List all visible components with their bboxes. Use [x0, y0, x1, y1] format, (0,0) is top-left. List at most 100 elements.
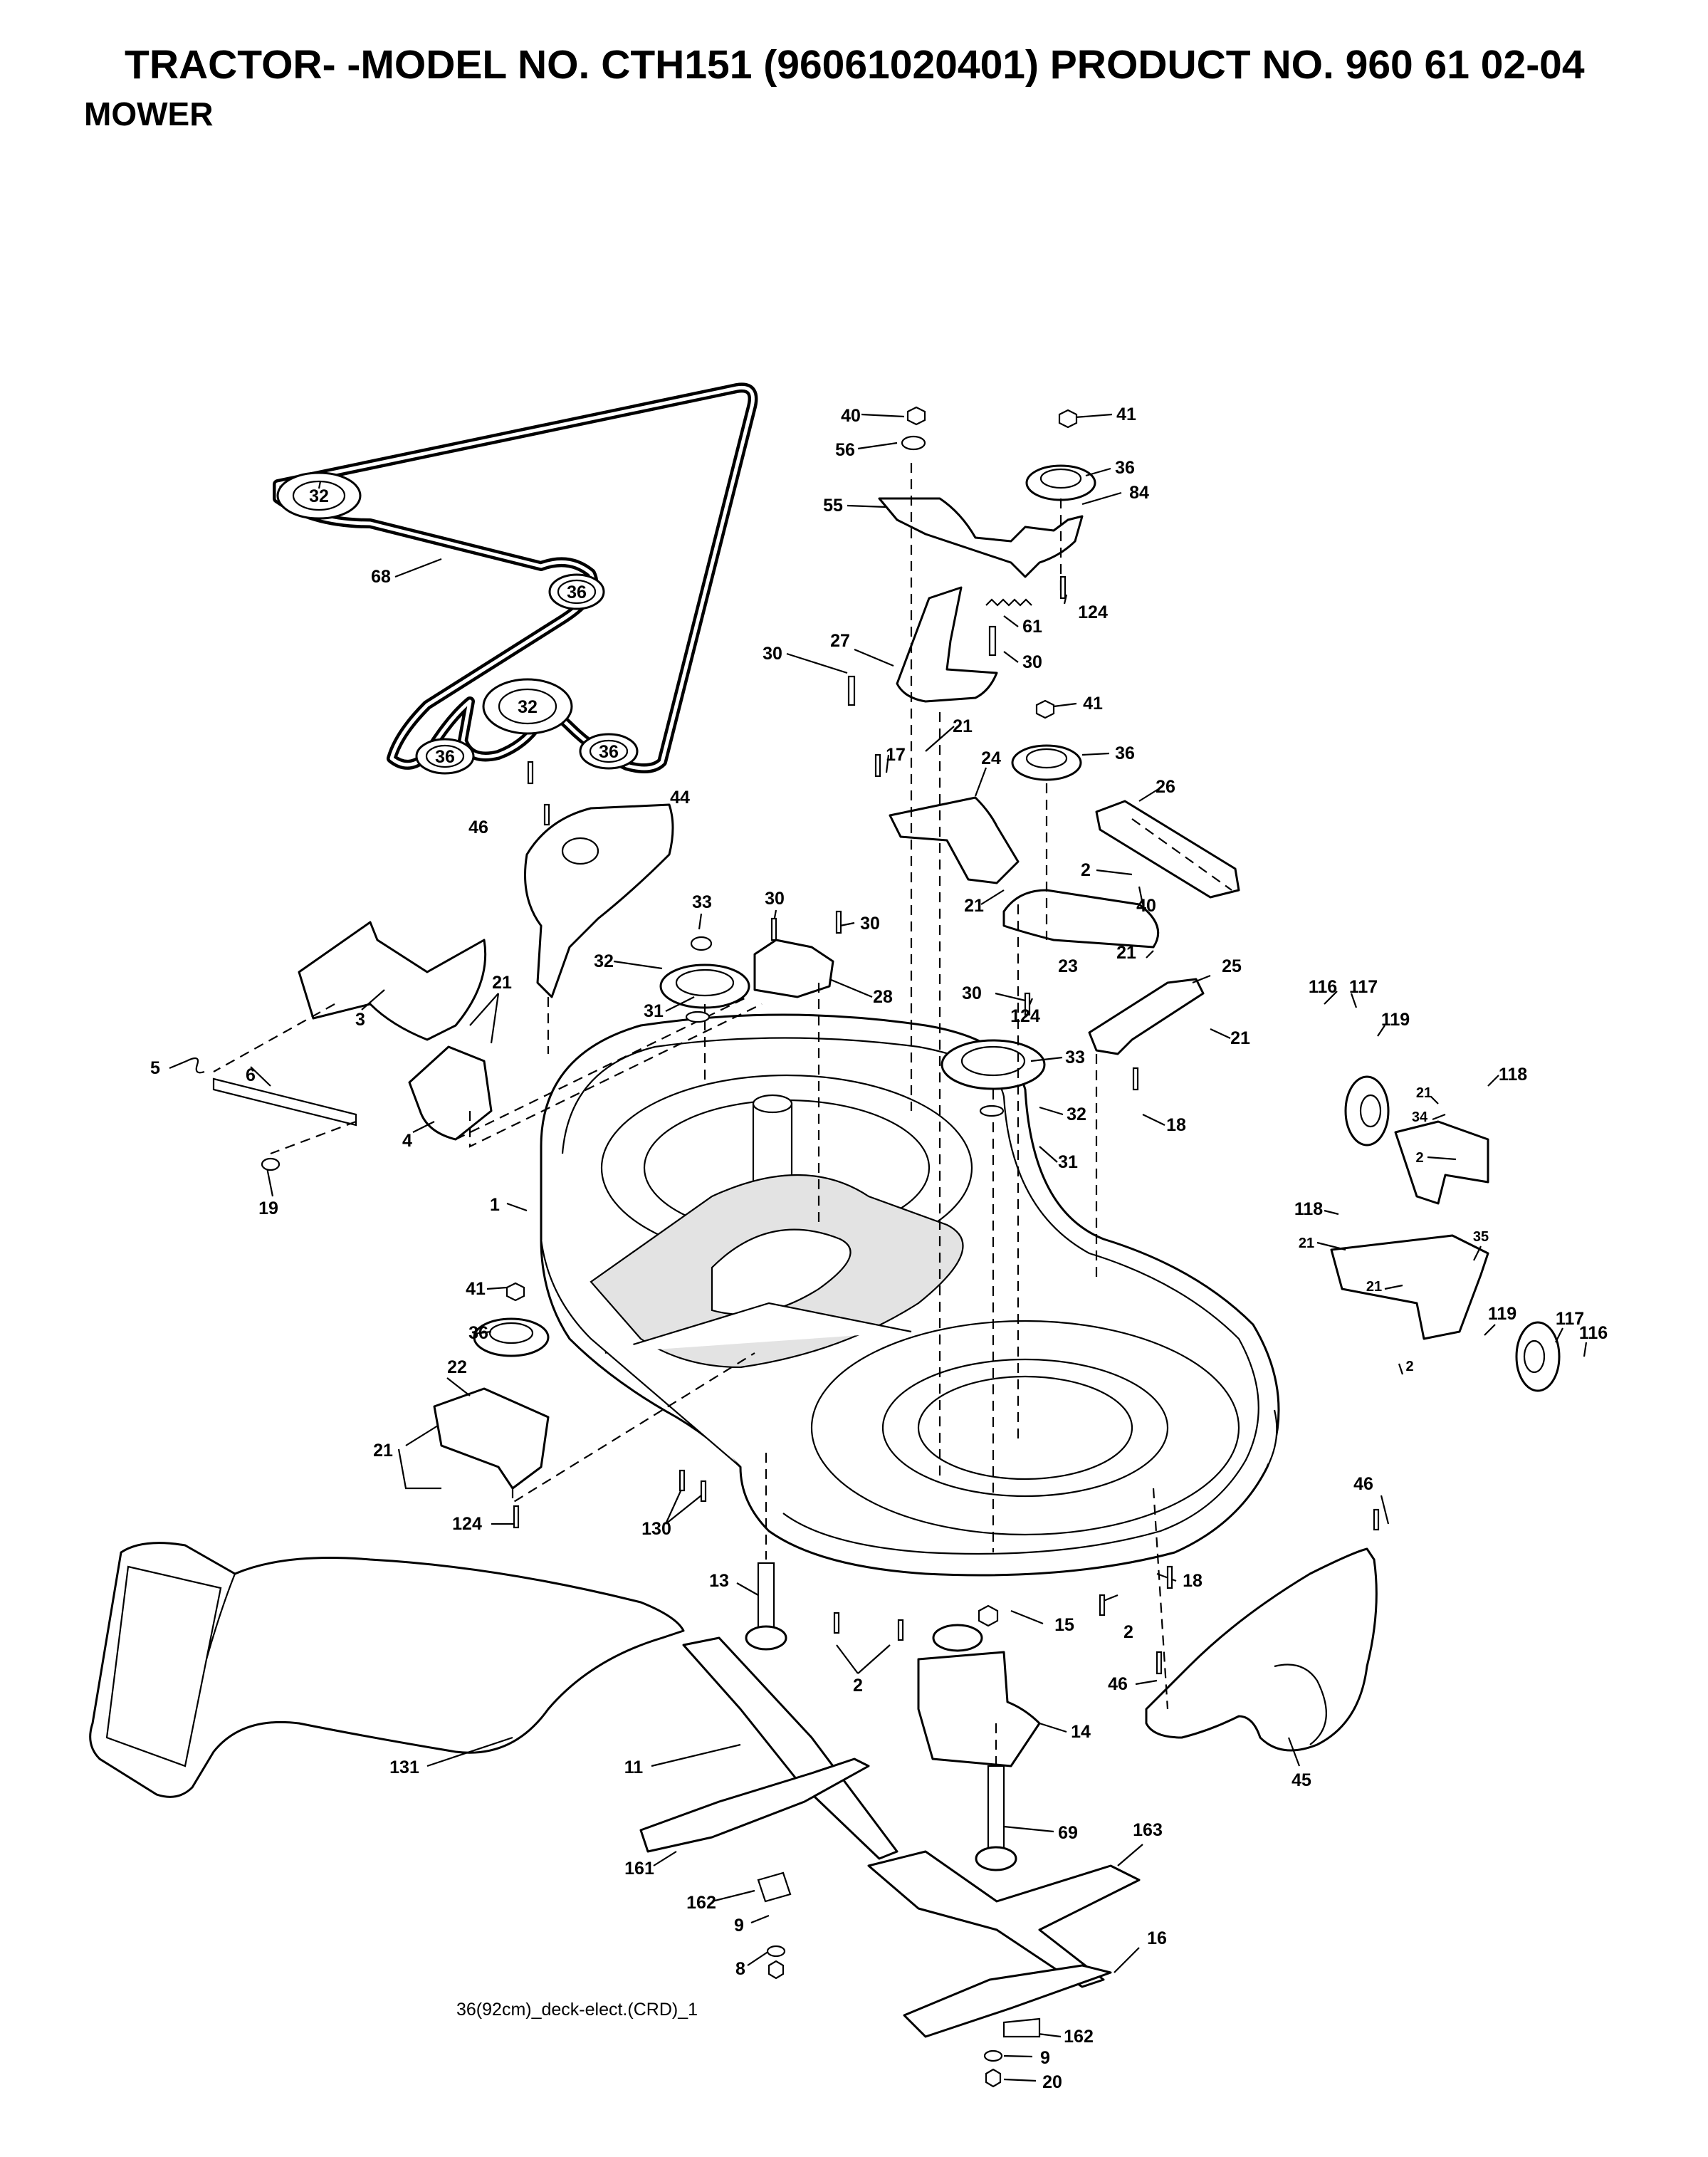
- callout-19: 19: [258, 1198, 278, 1218]
- callout-24: 24: [981, 748, 1001, 768]
- callout-21-right-b: 21: [1230, 1028, 1250, 1048]
- callout-40-top: 40: [841, 406, 861, 426]
- callout-131: 131: [389, 1758, 419, 1777]
- callout-26: 26: [1156, 777, 1175, 797]
- pulley-32-right: [941, 1039, 1046, 1090]
- callout-36-deck: 36: [468, 1323, 488, 1343]
- callout-116-top: 116: [1309, 977, 1337, 997]
- callout-68: 68: [371, 567, 391, 587]
- callout-35: 35: [1473, 1229, 1489, 1245]
- callout-163: 163: [1133, 1820, 1163, 1840]
- leader-lines: [169, 413, 1588, 2082]
- callout-30-upper-right: 30: [1022, 652, 1042, 672]
- rod-6: [212, 1077, 357, 1127]
- callout-36-belt-right: 36: [599, 742, 619, 762]
- shield-44: [524, 803, 674, 998]
- callout-2-upper: 2: [1081, 860, 1091, 880]
- callout-3: 3: [355, 1010, 365, 1030]
- bracket-24: [889, 796, 1020, 884]
- callout-56: 56: [835, 440, 855, 460]
- callout-118-bottom: 118: [1294, 1199, 1323, 1219]
- callout-124-top: 124: [1078, 602, 1108, 622]
- callout-14: 14: [1071, 1722, 1091, 1742]
- callout-6: 6: [246, 1065, 256, 1085]
- bracket-22: [433, 1387, 550, 1490]
- callout-1: 1: [490, 1195, 500, 1215]
- callout-32-belt-center: 32: [518, 697, 538, 717]
- callout-5: 5: [150, 1058, 160, 1078]
- callout-21-gauge-bottom-a: 21: [1299, 1236, 1314, 1251]
- callout-31-left: 31: [644, 1001, 664, 1021]
- callout-20: 20: [1042, 2072, 1062, 2092]
- blade-11: [682, 1636, 898, 1860]
- callout-44: 44: [670, 788, 690, 808]
- idler-bracket-55: [878, 497, 1084, 578]
- callout-2-bottom: 2: [1123, 1622, 1133, 1642]
- callout-84: 84: [1129, 483, 1149, 503]
- spindle-69: [975, 1765, 1017, 1871]
- callout-117-top: 117: [1349, 977, 1378, 997]
- belt-pulley-36-left: [415, 738, 475, 775]
- blade-161: [639, 1758, 870, 1853]
- bracket-4: [408, 1045, 493, 1141]
- spring-61: [985, 598, 1032, 607]
- blade-16: [903, 1964, 1112, 2038]
- callout-18-right: 18: [1166, 1115, 1186, 1135]
- callout-162-right: 162: [1064, 2027, 1094, 2047]
- pulley-bracket-28: [753, 939, 834, 998]
- callout-117-bottom: 117: [1556, 1309, 1584, 1329]
- blade-guard: [1145, 1547, 1378, 1752]
- callout-162-left: 162: [686, 1893, 716, 1913]
- callout-21-gauge-top: 21: [1416, 1085, 1432, 1101]
- gauge-wheel-bracket-35: [1330, 1234, 1561, 1392]
- callout-16: 16: [1147, 1928, 1167, 1948]
- callout-21-upper: 21: [953, 716, 973, 736]
- callout-130: 130: [641, 1519, 671, 1539]
- pulley-36-deck-left: [473, 1317, 550, 1357]
- arm-27: [896, 586, 998, 703]
- callout-36-upper: 36: [1115, 458, 1135, 478]
- callout-4: 4: [402, 1131, 412, 1151]
- callout-55: 55: [823, 496, 843, 516]
- callout-36-belt-left: 36: [435, 747, 455, 767]
- callout-36-belt-mid: 36: [567, 583, 587, 602]
- callout-23: 23: [1058, 956, 1078, 976]
- hardware-fasteners: [186, 406, 1380, 2088]
- callout-2-spindle: 2: [853, 1676, 863, 1696]
- callout-41-top: 41: [1116, 404, 1136, 424]
- assembly-guide-lines: [213, 463, 1232, 1766]
- bracket-25: [1088, 978, 1205, 1055]
- callout-21-mid: 21: [964, 896, 984, 916]
- pulley-36-upper: [1025, 464, 1096, 501]
- callout-124-right: 124: [1010, 1006, 1040, 1026]
- callout-15: 15: [1054, 1615, 1074, 1635]
- diagram-caption: 36(92cm)_deck-elect.(CRD)_1: [456, 2000, 698, 2020]
- callout-22: 22: [447, 1357, 467, 1377]
- callout-161: 161: [624, 1859, 654, 1879]
- bracket-3: [298, 921, 487, 1041]
- callout-28: 28: [873, 987, 893, 1007]
- callout-21-right-a: 21: [1116, 943, 1136, 963]
- callout-17: 17: [886, 745, 906, 765]
- callout-119-top: 119: [1381, 1010, 1410, 1030]
- spindle-housing-14: [917, 1624, 1041, 1767]
- callout-labels: 32 68 36 32 36 36 46 44 40 56 55 36 84 4…: [150, 404, 1608, 2092]
- callout-116-bottom: 116: [1579, 1323, 1608, 1343]
- belt-pulley-36-mid: [548, 573, 605, 610]
- callout-124-deck: 124: [452, 1514, 482, 1534]
- callout-33-left: 33: [692, 892, 712, 912]
- belt-pulley-36-right: [579, 733, 639, 770]
- callout-21-left: 21: [492, 973, 512, 993]
- callout-118-top: 118: [1499, 1065, 1527, 1085]
- callout-11: 11: [624, 1758, 644, 1777]
- callout-32-belt-top: 32: [309, 486, 329, 506]
- mower-deck-housing: [540, 1013, 1280, 1577]
- callout-2-gauge-bottom: 2: [1405, 1359, 1413, 1374]
- callout-61: 61: [1022, 617, 1042, 637]
- callout-41-deck: 41: [466, 1279, 486, 1299]
- spindle-13: [745, 1562, 787, 1651]
- callout-45: 45: [1292, 1770, 1311, 1790]
- callout-46-top: 46: [468, 818, 488, 837]
- callout-69: 69: [1058, 1823, 1078, 1843]
